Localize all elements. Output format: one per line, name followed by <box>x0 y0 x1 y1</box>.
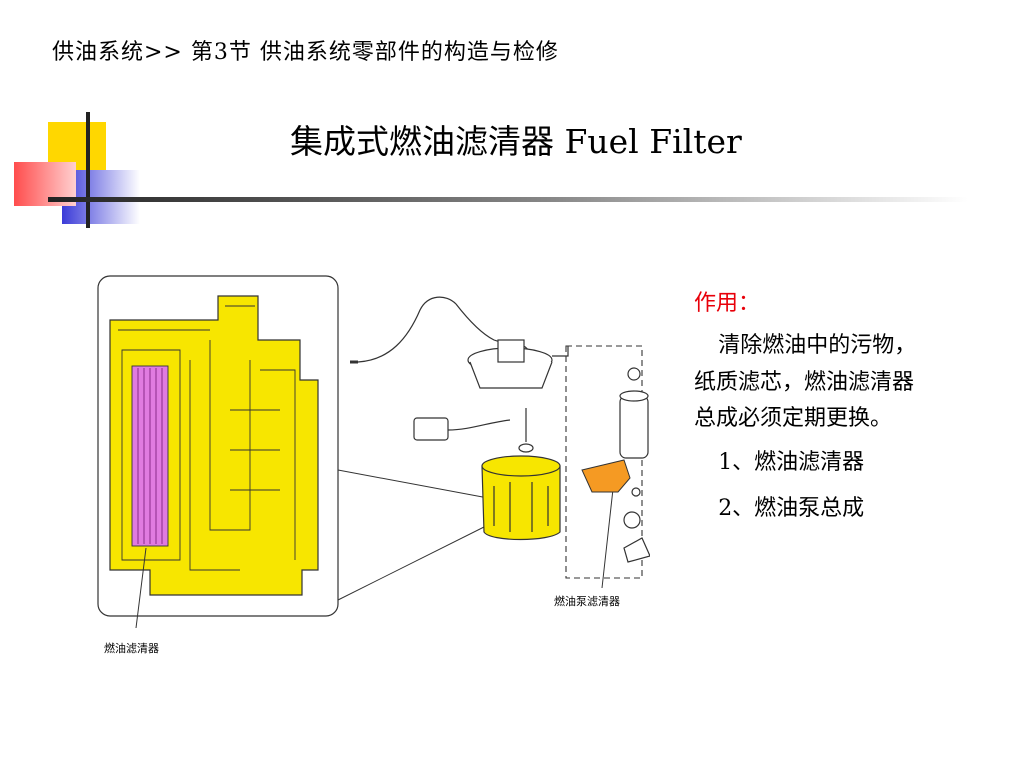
function-heading: 作用： <box>694 291 761 316</box>
list-item: 1、燃油滤清器 <box>718 450 865 476</box>
callout-fuel-filter: 燃油滤清器 <box>104 642 159 655</box>
function-panel: 作用： 清除燃油中的污物，纸质滤芯，燃油滤清器总成必须定期更换。 1、燃油滤清器… <box>694 286 934 528</box>
list-item: 2、燃油泵总成 <box>718 496 865 522</box>
leader-lines <box>135 469 615 629</box>
breadcrumb: 供油系统>> 第3节 供油系统零部件的构造与检修 <box>52 40 559 65</box>
callout-pump-filter: 燃油泵滤清器 <box>554 595 620 608</box>
decorative-header-graphic <box>14 112 968 228</box>
page-title: 集成式燃油滤清器 Fuel Filter <box>290 122 742 161</box>
fuel-pump <box>619 367 650 563</box>
dashed-separator <box>565 345 643 579</box>
fuel-filter-diagram <box>97 275 650 629</box>
pump-filter-sock <box>581 459 631 493</box>
filter-cutaway-panel <box>97 275 339 617</box>
filter-housing <box>481 455 561 541</box>
fuel-pump-assembly <box>350 296 569 467</box>
function-description: 清除燃油中的污物，纸质滤芯，燃油滤清器总成必须定期更换。 <box>694 333 917 431</box>
deco-horizontal-line <box>48 197 968 202</box>
